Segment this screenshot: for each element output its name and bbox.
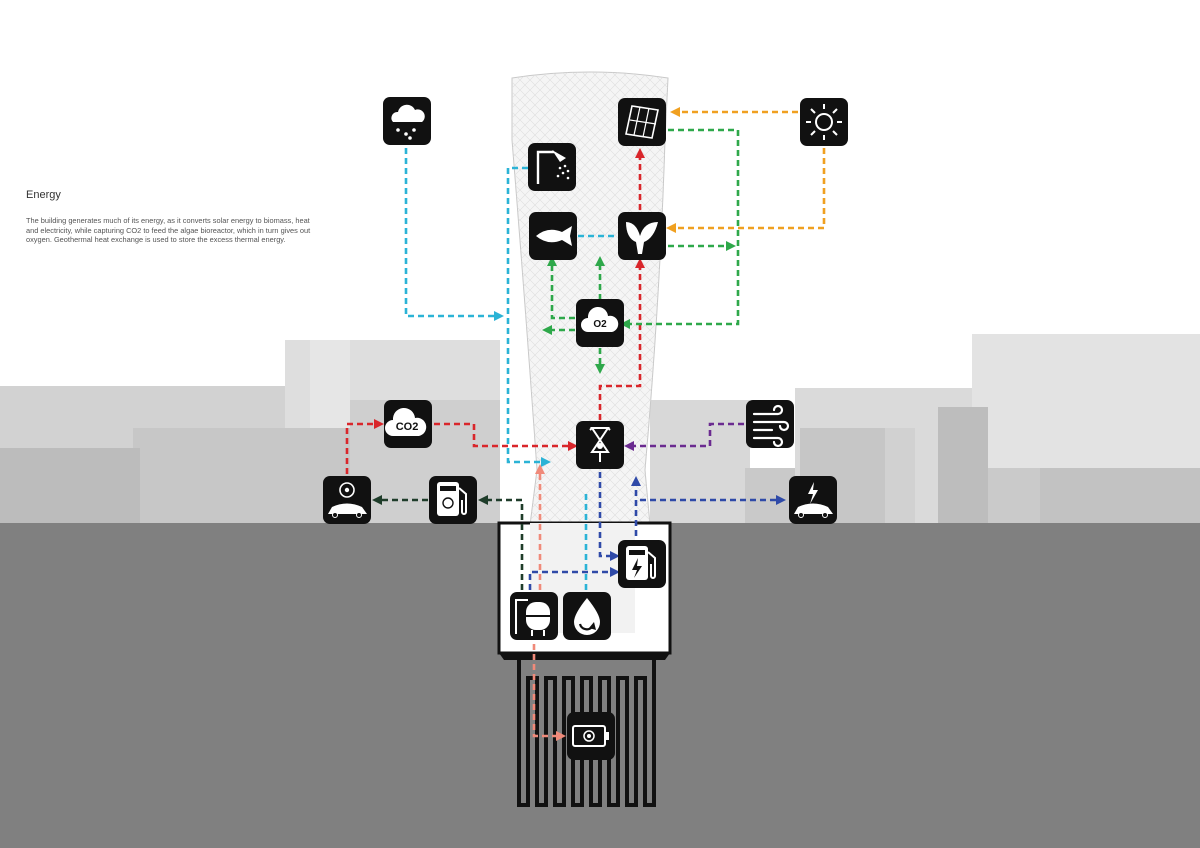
co2-label: CO2 (396, 421, 419, 433)
water-drop-icon (563, 592, 611, 640)
o2-label: O2 (593, 319, 607, 330)
co2-icon: CO2 (384, 400, 432, 448)
wind-line (630, 422, 744, 448)
bioreactor-icon (576, 421, 624, 469)
algae-icon (618, 212, 666, 260)
bioreactor-to-charger-line (598, 472, 614, 558)
biofuel-pump-icon (429, 476, 477, 524)
electric-basement-line (528, 570, 614, 590)
panel-green-line (626, 128, 740, 326)
solar-panel-icon (618, 98, 666, 146)
geothermal-loop (517, 660, 656, 807)
fish-icon (529, 212, 577, 260)
electric-car-icon (789, 476, 837, 524)
biofuel-car-icon (323, 476, 371, 524)
sun-icon (800, 98, 848, 146)
charging-station-icon (618, 540, 666, 588)
solar-to-algae-line (670, 148, 826, 230)
geo-down-line (532, 644, 560, 738)
car-to-co2-line (345, 422, 378, 474)
rain-cloud-icon (383, 97, 431, 145)
co2-to-bioreactor-line (434, 422, 572, 448)
thermal-battery-icon (567, 712, 615, 760)
flow-lines (345, 110, 826, 738)
arrowheads (372, 107, 786, 741)
o2-to-fish-line (550, 262, 575, 320)
oxygen-icon: O2 (576, 299, 624, 347)
wind-icon (746, 400, 794, 448)
boiler-icon (510, 592, 558, 640)
shower-water-line (506, 166, 545, 464)
shower-icon (528, 143, 576, 191)
rainwater-line (404, 148, 498, 318)
section-description: The building generates much of its energ… (26, 216, 311, 245)
basement-to-biofuel-line (484, 498, 524, 590)
section-title: Energy (26, 189, 61, 201)
